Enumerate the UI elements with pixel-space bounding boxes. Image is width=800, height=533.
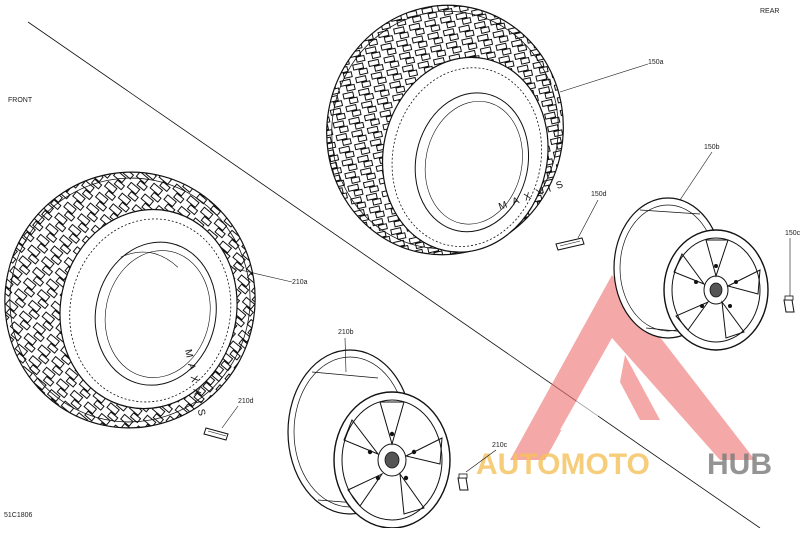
watermark-text-primary: AUTOMOTO [476, 448, 650, 481]
rear-valve-stem [783, 295, 795, 313]
callout-150d: 150d [591, 191, 607, 198]
callout-210a: 210a [292, 279, 308, 286]
leader-lines [221, 63, 791, 473]
callout-210d: 210d [238, 398, 254, 405]
callout-150a: 150a [648, 59, 664, 66]
front-wheel-weight [203, 427, 229, 441]
callout-210b: 210b [338, 329, 354, 336]
callout-210c: 210c [492, 442, 508, 449]
divider-line [27, 21, 761, 529]
rear-tire [326, 4, 564, 256]
rear-wheel-weight [555, 237, 585, 251]
watermark-text-secondary: HUB [707, 448, 772, 481]
callout-150c: 150c [785, 230, 800, 237]
rear-label: REAR [760, 8, 780, 15]
front-rim [287, 349, 451, 529]
callout-150b: 150b [704, 144, 720, 151]
front-tire [4, 171, 256, 429]
drawing-number: 51C1806 [4, 512, 33, 519]
rear-rim [613, 197, 769, 351]
front-valve-stem [457, 473, 469, 491]
watermark-logo [510, 275, 755, 460]
front-label: FRONT [8, 97, 33, 104]
